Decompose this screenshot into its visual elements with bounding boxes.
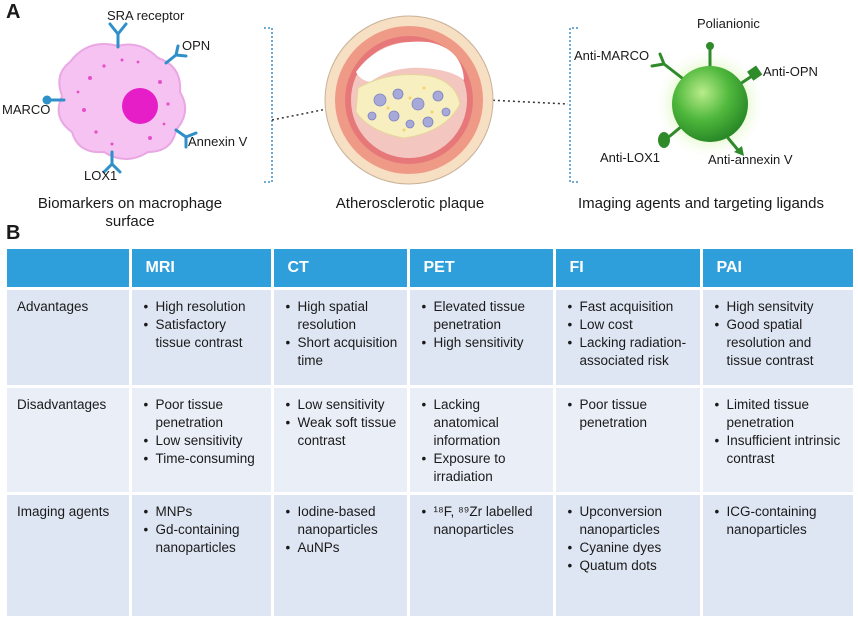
macrophage-caption: Biomarkers on macrophage surface — [20, 195, 240, 231]
lox1-receptor-icon — [102, 150, 122, 174]
cell-mri-advantages: High resolution Satisfactory tissue cont… — [130, 288, 274, 388]
list-item: Gd-containing nanoparticles — [144, 521, 265, 557]
cell-ct-disadvantages: Low sensitivity Weak soft tissue contras… — [272, 386, 410, 495]
cell-mri-agents: MNPs Gd-containing nanoparticles — [130, 493, 274, 619]
list-item: Low cost — [568, 316, 694, 334]
connector-left — [271, 99, 373, 121]
table-header-row: MRI CT PET FI PAI — [7, 249, 853, 290]
table-row-advantages: Advantages High resolution Satisfactory … — [7, 288, 853, 388]
panel-a-illustration — [42, 15, 766, 185]
right-bracket — [569, 27, 578, 183]
cell-fi-disadvantages: Poor tissue penetration — [554, 386, 703, 495]
list-item: AuNPs — [286, 539, 401, 557]
anti-marco-label: Anti-MARCO — [574, 48, 650, 63]
cell-fi-advantages: Fast acquisition Low cost Lacking radiat… — [554, 288, 703, 388]
list-item: High sensitvity — [715, 298, 848, 316]
sra-receptor-icon — [108, 22, 128, 49]
opn-receptor-icon — [164, 44, 188, 65]
panel-a-label: A — [6, 1, 21, 23]
polianionic-label: Polianionic — [697, 16, 760, 31]
list-item: High spatial resolution — [286, 298, 401, 334]
row-label: Disadvantages — [7, 386, 132, 495]
artery-cross-section — [324, 15, 494, 185]
list-item: Lacking anatomical information — [422, 396, 547, 450]
row-label: Advantages — [7, 288, 132, 388]
header-ct: CT — [272, 249, 410, 290]
marco-label: MARCO — [2, 102, 51, 117]
nanoparticle — [650, 42, 766, 160]
list-item: Low sensitivity — [286, 396, 401, 414]
list-item: Fast acquisition — [568, 298, 694, 316]
annexin-receptor-icon — [174, 128, 198, 149]
list-item: Satisfactory tissue contrast — [144, 316, 265, 352]
table-row-disadvantages: Disadvantages Poor tissue penetration Lo… — [7, 386, 853, 495]
plaque-caption: Atherosclerotic plaque — [335, 195, 485, 212]
list-item: Limited tissue penetration — [715, 396, 848, 432]
list-item: Lacking radiation-associated risk — [568, 334, 694, 370]
header-mri: MRI — [130, 249, 274, 290]
cell-pet-agents: ¹⁸F, ⁸⁹Zr labelled nanoparticles — [408, 493, 556, 619]
header-cell-blank — [7, 249, 132, 290]
list-item: Insufficient intrinsic contrast — [715, 432, 848, 468]
cell-ct-agents: Iodine-based nanoparticles AuNPs — [272, 493, 410, 619]
header-pet: PET — [408, 249, 556, 290]
macrophage-caption-line2: surface — [105, 213, 155, 230]
receptors — [48, 22, 198, 174]
list-item: MNPs — [144, 503, 265, 521]
list-item: Cyanine dyes — [568, 539, 694, 557]
list-item: Iodine-based nanoparticles — [286, 503, 401, 539]
macrophage-caption-line1: Biomarkers on macrophage — [37, 195, 223, 212]
table-row-imaging-agents: Imaging agents MNPs Gd-containing nanopa… — [7, 493, 853, 619]
anti-annexin-ligand-icon — [726, 136, 740, 152]
list-item: High resolution — [144, 298, 265, 316]
list-item: Low sensitivity — [144, 432, 265, 450]
list-item: Time-consuming — [144, 450, 265, 468]
list-item: Poor tissue penetration — [568, 396, 694, 432]
left-bracket — [264, 27, 273, 183]
anti-opn-ligand-icon — [738, 74, 754, 86]
nucleus — [122, 88, 158, 124]
cell-mri-disadvantages: Poor tissue penetration Low sensitivity … — [130, 386, 274, 495]
anti-lox1-label: Anti-LOX1 — [600, 150, 660, 165]
nanoparticle-caption: Imaging agents and targeting ligands — [577, 195, 824, 212]
list-item: Upconversion nanoparticles — [568, 503, 694, 539]
annexin-label: Annexin V — [188, 134, 248, 149]
opn-label: OPN — [182, 38, 211, 53]
cell-pai-advantages: High sensitvity Good spatial resolution … — [701, 288, 853, 388]
row-label: Imaging agents — [7, 493, 132, 619]
anti-marco-ligand-icon — [650, 52, 684, 80]
anti-opn-label: Anti-OPN — [763, 64, 818, 79]
list-item: ¹⁸F, ⁸⁹Zr labelled nanoparticles — [422, 503, 547, 539]
list-item: ICG-containing nanoparticles — [715, 503, 848, 539]
anti-lox1-ligand-icon — [668, 124, 684, 138]
list-item: Good spatial resolution and tissue contr… — [715, 316, 848, 370]
list-item: Quatum dots — [568, 557, 694, 575]
cell-fi-agents: Upconversion nanoparticles Cyanine dyes … — [554, 493, 703, 619]
cell-pai-disadvantages: Limited tissue penetration Insufficient … — [701, 386, 853, 495]
list-item: Exposure to irradiation — [422, 450, 547, 486]
cell-ct-advantages: High spatial resolution Short acquisitio… — [272, 288, 410, 388]
sra-receptor-label: SRA receptor — [107, 8, 185, 23]
list-item: Poor tissue penetration — [144, 396, 265, 432]
header-pai: PAI — [701, 249, 853, 290]
lox1-label: LOX1 — [84, 168, 118, 183]
list-item: Elevated tissue penetration — [422, 298, 547, 334]
header-fi: FI — [554, 249, 703, 290]
anti-annexin-label: Anti-annexin V — [708, 152, 793, 167]
imaging-comparison-table: MRI CT PET FI PAI Advantages High resolu… — [7, 249, 853, 619]
list-item: Short acquisition time — [286, 334, 401, 370]
list-item: Weak soft tissue contrast — [286, 414, 401, 450]
panel-b-label: B — [6, 222, 21, 244]
cell-pet-disadvantages: Lacking anatomical information Exposure … — [408, 386, 556, 495]
cell-pet-advantages: Elevated tissue penetration High sensiti… — [408, 288, 556, 388]
list-item: High sensitivity — [422, 334, 547, 352]
macrophage-cell — [57, 43, 187, 160]
cell-pai-agents: ICG-containing nanoparticles — [701, 493, 853, 619]
marco-head-icon — [42, 95, 52, 105]
